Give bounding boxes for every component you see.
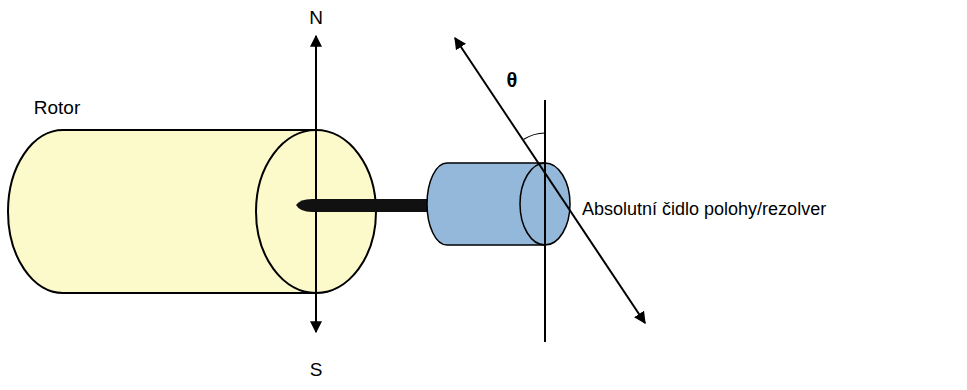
part-label: Rotor [34,98,80,119]
angle-symbol: θ [507,69,518,91]
part-label: Absolutní čidlo polohy/rezolver [582,200,826,220]
pole-label: N [309,8,323,29]
angle-arc [524,133,545,139]
pole-axis [315,36,317,332]
position-vector [455,38,645,323]
pole-label: S [310,360,323,381]
reference-line [544,100,546,342]
shaft [296,199,432,212]
